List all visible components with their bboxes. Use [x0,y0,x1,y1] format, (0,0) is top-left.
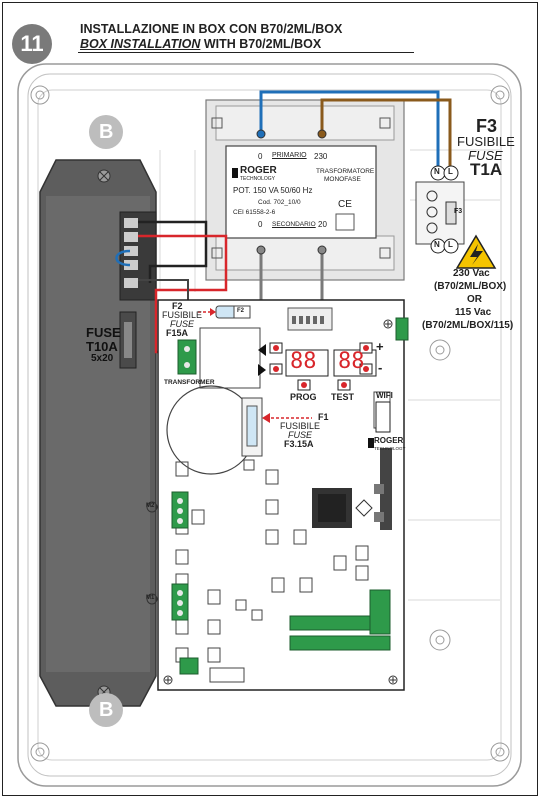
terminal-l-bottom [443,238,459,254]
f1-fuse: FUSE [288,430,313,440]
m2-label: M2 [146,503,155,509]
test-button-label: TEST [331,392,355,402]
f2-fuse: FUSE [170,319,195,329]
f3-rating: T1A [470,160,503,179]
fuse-t10a-l3: 5x20 [91,353,114,364]
transformer-ce-mark: CE [338,199,352,210]
callout-b-bottom: B [99,699,114,721]
terminal-l-top-label: L [448,167,453,176]
f1-fusibile: FUSIBILE [280,421,321,431]
transformer-type-2: MONOFASE [324,176,361,183]
battery-terminal-strip [119,211,157,301]
prog-button-label: PROG [290,392,317,402]
wire-brown-primary [320,98,452,172]
title-italian: INSTALLAZIONE IN BOX CON B70/2ML/BOX [80,22,343,36]
transformer-brand: ROGER [240,165,277,176]
board-brand-sub: TECHNOLOGY [374,446,406,451]
board-mount-screws [146,319,398,685]
primary-0-label: 0 [258,152,263,161]
transformer-standard: CEI 61558-2-6 [233,209,276,216]
enclosure-inner-outline [27,73,512,777]
f2-holder-label: F2 [237,308,245,314]
fuse-t10a-l2: T10A [86,339,118,354]
terminal-l-top [443,165,459,181]
board-brand: ROGER [374,436,404,445]
title-english-rest: WITH B70/2ML/BOX [200,37,322,51]
transformer-code: Cod. 702_10/0 [258,199,301,206]
terminal-n-top-label: N [434,167,440,176]
secondary-0-label: 0 [258,220,263,229]
f2-rating: F15A [166,328,189,338]
supply-or: OR [467,294,482,305]
wifi-label: WIFI [376,391,393,400]
f3-fuse: FUSE [468,148,503,163]
transformer-brand-sub: TECHNOLOGY [240,176,276,182]
transformer-type-1: TRASFORMATORE [316,168,375,175]
secondary-20-label: 20 [318,220,327,229]
display-left: 88 [290,349,317,374]
wire-blue-bridge [115,249,131,267]
plus-label: + [376,339,384,354]
supply-230v-model: (B70/2ML/BOX) [434,281,507,292]
terminal-n-bottom-label: N [434,240,440,249]
title-english-italic: BOX INSTALLATION [80,37,201,51]
primary-label: PRIMARIO [272,152,307,159]
enclosure-outline [17,63,522,787]
primary-230-label: 230 [314,152,328,161]
f1-rating: F3.15A [284,439,314,449]
f2-fusibile: FUSIBILE [162,310,203,320]
f2-code: F2 [172,301,183,311]
step-number-badge: 11 [12,24,52,64]
supply-115v-model: (B70/2ML/BOX/115) [422,320,514,331]
wire-blue-primary [259,90,440,172]
f3-holder-label: F3 [454,208,463,215]
fuse-t10a-l1: FUSE [86,325,121,340]
terminal-l-bottom-label: L [448,240,453,249]
terminal-screws [177,346,190,616]
minus-label: - [378,360,383,375]
display-right: 88 [338,349,365,374]
title-english: BOX INSTALLATION WITH B70/2ML/BOX [80,37,321,51]
secondary-label: SECONDARIO [272,221,316,228]
wire-black-battery [138,220,208,283]
transformer-connector-label: TRANSFORMER [164,379,215,386]
transformer-body [205,99,405,281]
supply-115v: 115 Vac [455,307,492,318]
enclosure-screws [30,85,510,762]
transformer-power: POT. 150 VA 50/60 Hz [233,186,313,195]
callout-b-top: B [99,121,114,143]
f3-fusibile: FUSIBILE [457,134,515,149]
f3-terminal-block [415,181,465,245]
supply-230v: 230 Vac [453,268,490,279]
callout-b-bottom-circle [89,693,123,727]
callout-b-top-circle [89,115,123,149]
title-underline [78,52,414,53]
f3-code: F3 [476,116,498,136]
enclosure-rib [37,89,502,761]
m1-label: M1 [146,595,155,601]
f1-code: F1 [318,412,329,422]
